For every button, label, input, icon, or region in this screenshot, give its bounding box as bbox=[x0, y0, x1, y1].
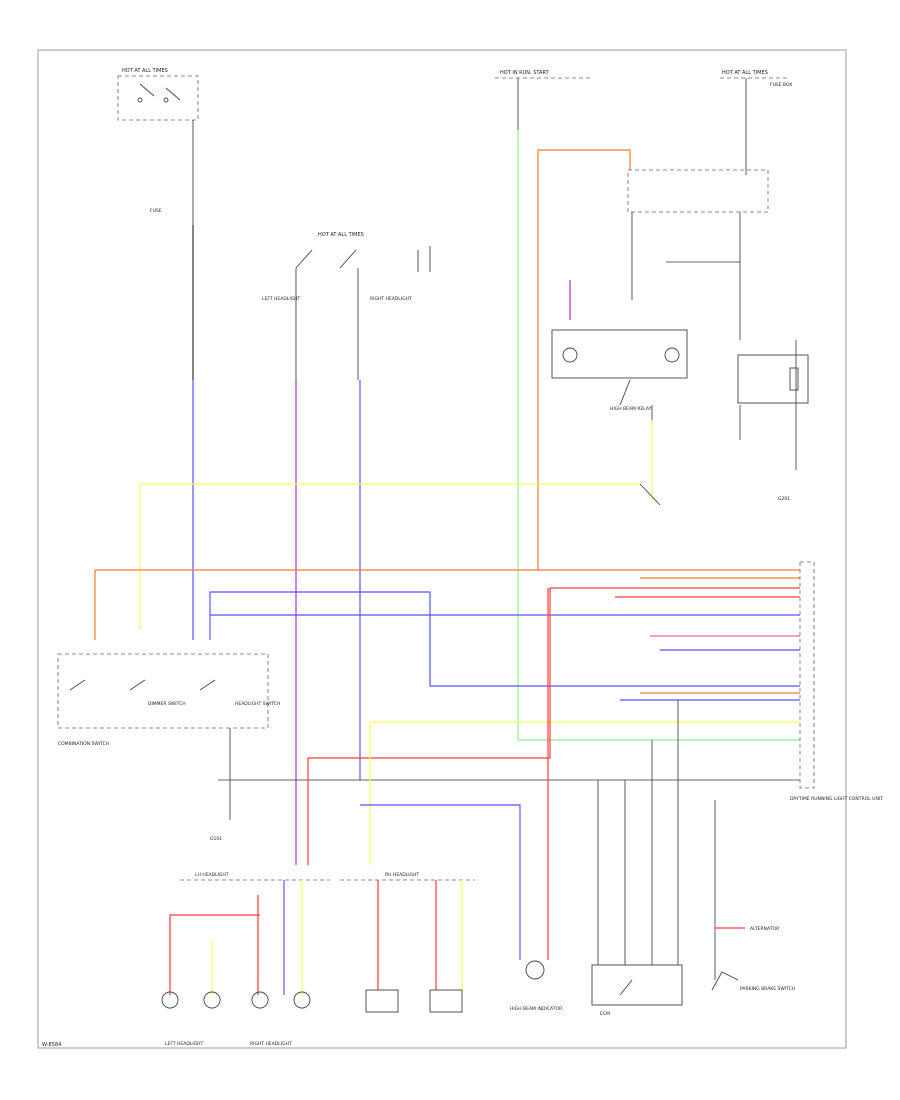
svg-text:RIGHT HEADLIGHT: RIGHT HEADLIGHT bbox=[370, 296, 412, 302]
wire-blue-bus bbox=[209, 591, 800, 687]
svg-text:FUSE BOX: FUSE BOX bbox=[770, 82, 792, 88]
svg-text:HOT IN RUN, START: HOT IN RUN, START bbox=[500, 70, 550, 76]
svg-text:HIGH BEAM INDICATOR: HIGH BEAM INDICATOR bbox=[510, 1006, 562, 1012]
ignition-switch-box bbox=[117, 75, 199, 121]
diagram-code: W-8584 bbox=[42, 1042, 61, 1048]
svg-text:HEADLIGHT SWITCH: HEADLIGHT SWITCH bbox=[235, 701, 280, 707]
svg-text:HIGH BEAM RELAY: HIGH BEAM RELAY bbox=[610, 406, 652, 412]
svg-text:LEFT HEADLIGHT: LEFT HEADLIGHT bbox=[262, 296, 301, 302]
svg-text:HOT AT ALL TIMES: HOT AT ALL TIMES bbox=[318, 232, 364, 238]
combination-switch: COMBINATION SWITCH DIMMER SWITCH HEADLIG… bbox=[57, 653, 280, 842]
relay-region: HIGH BEAM RELAY bbox=[551, 169, 769, 500]
svg-text:RH HEADLIGHT: RH HEADLIGHT bbox=[385, 872, 419, 878]
svg-text:DAYTIME RUNNING LIGHT CONTROL: DAYTIME RUNNING LIGHT CONTROL UNIT bbox=[790, 796, 883, 802]
svg-text:ECM: ECM bbox=[600, 1011, 610, 1017]
svg-text:COMBINATION SWITCH: COMBINATION SWITCH bbox=[58, 741, 109, 747]
svg-text:LEFT HEADLIGHT: LEFT HEADLIGHT bbox=[165, 1041, 204, 1047]
right-relay: G201 bbox=[737, 340, 809, 502]
control-unit-connector bbox=[799, 561, 815, 789]
svg-text:RIGHT HEADLIGHT: RIGHT HEADLIGHT bbox=[250, 1041, 292, 1047]
ignition-switch-group: HOT AT ALL TIMES FUSE bbox=[117, 68, 199, 225]
svg-text:FUSE: FUSE bbox=[150, 208, 162, 214]
wire-orange-bus bbox=[94, 569, 800, 640]
daytime-relay-box: ECM bbox=[591, 700, 683, 1017]
high-beam-indicator: HIGH BEAM INDICATOR bbox=[510, 588, 562, 1012]
lh-headlight-group: LH HEADLIGHT LEFT HEADLIGHT RIGHT HEADLI… bbox=[161, 872, 330, 1047]
hot-all-times-left-label: HOT AT ALL TIMES bbox=[122, 68, 168, 74]
wire-red-drop-left bbox=[307, 588, 551, 865]
svg-text:G101: G101 bbox=[210, 836, 222, 842]
parking-brake-switch: ALTERNATOR PARKING BRAKE SWITCH bbox=[711, 800, 795, 992]
wire-blue-drop bbox=[360, 804, 521, 960]
wire-orange-top bbox=[537, 149, 631, 570]
svg-text:G201: G201 bbox=[778, 496, 790, 502]
headlight-relays-group: HOT AT ALL TIMES LEFT HEADLIGHT RIGHT HE… bbox=[262, 232, 431, 380]
svg-text:DIMMER SWITCH: DIMMER SWITCH bbox=[148, 701, 186, 707]
wire-yellow-horizontal bbox=[139, 483, 640, 630]
svg-text:HOT AT ALL TIMES: HOT AT ALL TIMES bbox=[722, 70, 768, 76]
svg-text:LH HEADLIGHT: LH HEADLIGHT bbox=[195, 872, 229, 878]
rh-headlight-group: RH HEADLIGHT bbox=[340, 872, 475, 1013]
svg-text:ALTERNATOR: ALTERNATOR bbox=[750, 926, 779, 932]
svg-text:PARKING BRAKE SWITCH: PARKING BRAKE SWITCH bbox=[740, 986, 795, 992]
diagram-frame bbox=[37, 49, 847, 1049]
top-right-fuses: HOT IN RUN, START HOT AT ALL TIMES FUSE … bbox=[495, 70, 792, 175]
